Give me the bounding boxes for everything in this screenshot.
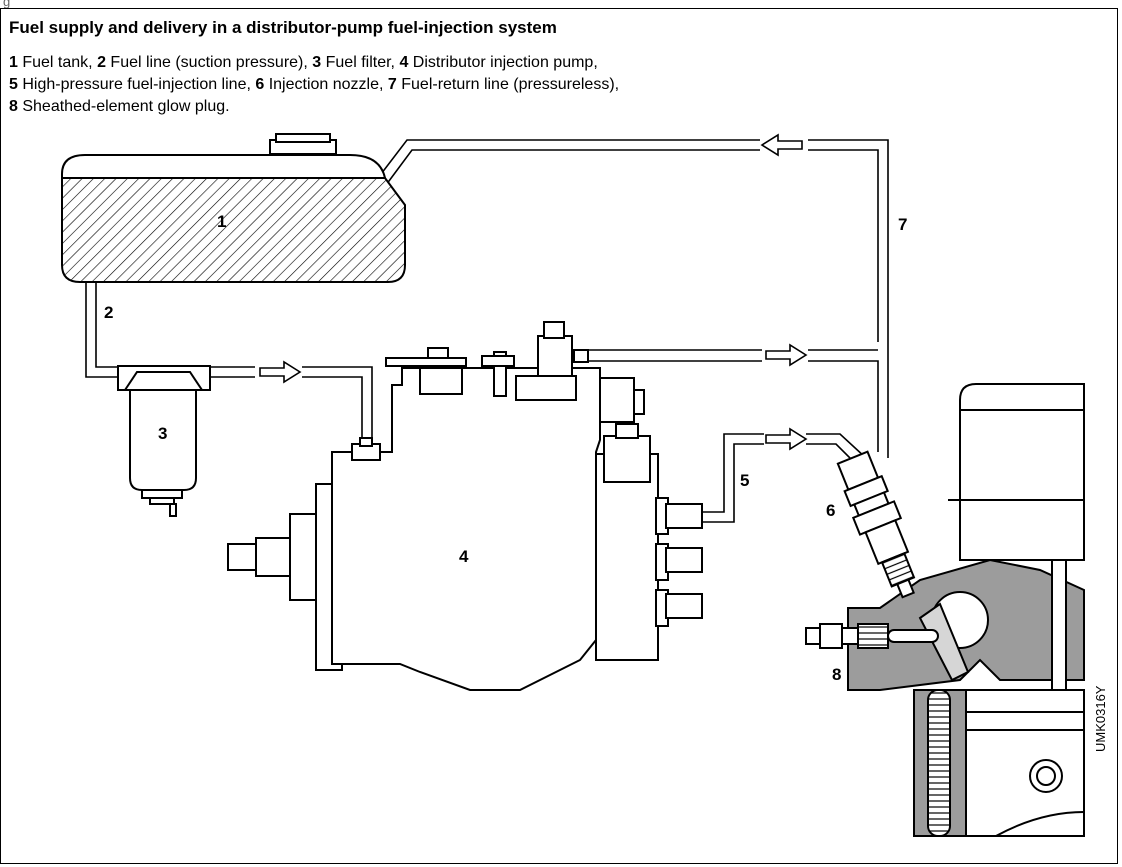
callout-1: 1 <box>217 212 226 231</box>
caption-text: Distributor injection pump, <box>408 54 598 71</box>
caption-text: Fuel line (suction pressure), <box>105 54 313 71</box>
caption-num: 1 <box>9 54 18 71</box>
fuel-filter <box>117 365 211 517</box>
callout-2: 2 <box>104 303 113 322</box>
callout-6: 6 <box>826 501 835 520</box>
caption-line-1: 1 Fuel tank, 2 Fuel line (suction pressu… <box>9 52 619 74</box>
injection-nozzle <box>836 450 970 682</box>
supply-flow-arrow-icon <box>259 360 302 384</box>
caption-num: 8 <box>9 98 18 115</box>
callout-3: 3 <box>158 424 167 443</box>
caption-num: 4 <box>399 54 409 71</box>
figure-code: UMK0316Y <box>1093 685 1108 752</box>
caption-text: High-pressure fuel-injection line, <box>17 76 256 93</box>
callout-5: 5 <box>740 471 749 490</box>
caption-text: Injection nozzle, <box>264 76 388 93</box>
caption-text: Sheathed-element glow plug. <box>17 98 230 115</box>
hp-flow-arrow-icon <box>765 427 808 451</box>
return-flow-arrow-icon <box>760 133 803 157</box>
caption-text: Fuel-return line (pressureless), <box>396 76 620 93</box>
high-pressure-line <box>702 433 867 523</box>
fuel-suction-line <box>85 282 373 440</box>
engine-cylinder-head <box>847 383 1085 837</box>
figure-title: Fuel supply and delivery in a distributo… <box>9 18 557 37</box>
caption-line-2: 5 High-pressure fuel-injection line, 6 I… <box>9 74 619 96</box>
distributor-injection-pump <box>227 321 703 691</box>
caption-num: 3 <box>312 54 322 71</box>
callout-4: 4 <box>459 547 469 566</box>
callout-7: 7 <box>898 215 907 234</box>
fuel-return-line <box>377 139 889 458</box>
sheathed-element-glow-plug <box>805 623 939 649</box>
caption-num: 6 <box>255 76 265 93</box>
figure-corner-label: g <box>3 0 11 9</box>
callout-8: 8 <box>832 665 841 684</box>
caption-num: 7 <box>387 76 397 93</box>
caption-num: 2 <box>97 54 106 71</box>
return-flow-arrow-icon <box>765 343 808 367</box>
caption-num: 5 <box>9 76 18 93</box>
figure-caption: 1 Fuel tank, 2 Fuel line (suction pressu… <box>9 52 619 118</box>
caption-text: Fuel tank, <box>17 54 98 71</box>
fuel-tank <box>61 133 406 283</box>
caption-line-3: 8 Sheathed-element glow plug. <box>9 96 619 118</box>
caption-text: Fuel filter, <box>321 54 400 71</box>
